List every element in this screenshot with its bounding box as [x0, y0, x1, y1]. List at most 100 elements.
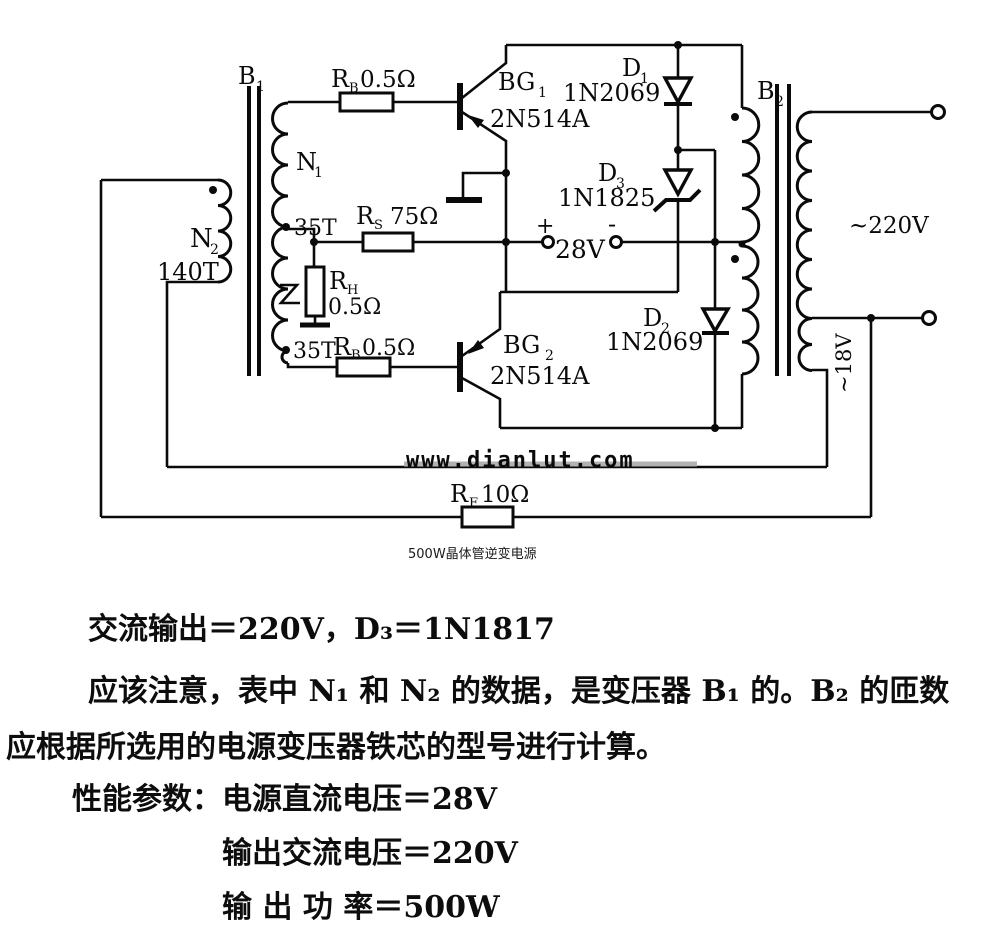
label-rh-value: 0.5Ω [328, 295, 381, 320]
ac-output-terminal-bottom [921, 310, 937, 326]
junction-dot [867, 314, 875, 322]
wire-bg1-collector [461, 45, 508, 100]
junction-dot [711, 424, 719, 432]
label-rb1: R [331, 65, 350, 93]
label-rb2: R [333, 333, 352, 361]
winding-n2 [217, 178, 233, 284]
label-n1-tap-lower: 35T [293, 339, 336, 364]
label-d2: D [643, 304, 662, 332]
transformer-cores [247, 84, 791, 376]
label-b1-sub: 1 [256, 79, 265, 95]
resistor-rb2-body [335, 356, 392, 378]
junction-dot [738, 240, 746, 248]
label-b2-sub: 2 [775, 94, 784, 110]
diode-d3-triangle [662, 168, 694, 198]
label-rf: R [450, 480, 469, 508]
winding-tap-arrow [278, 283, 300, 305]
label-bg1-part: 2N514A [490, 105, 590, 133]
label-d1-part: 1N2069 [563, 79, 660, 107]
label-rf-sub: F [469, 496, 478, 511]
transistor-bg1 [457, 83, 484, 130]
transistor-bg2 [457, 340, 484, 392]
polarity-dot-n2 [209, 186, 217, 194]
label-d3: D [598, 159, 617, 187]
label-rb2-value: 0.5Ω [362, 336, 415, 361]
junction-dot [674, 41, 682, 49]
polarity-dot-n1-lower [282, 346, 290, 354]
label-rs-sub: S [374, 218, 383, 233]
figure-caption: 500W晶体管逆变电源 [408, 547, 537, 562]
resistors [304, 91, 515, 529]
transformer-windings [217, 101, 813, 376]
label-plus: + [536, 214, 554, 239]
label-rb1-sub: B [349, 81, 359, 96]
label-d3-sub: 3 [616, 176, 625, 192]
label-rb2-sub: B [351, 348, 361, 363]
bg2-emitter-arrow [468, 340, 484, 354]
resistor-rh-body [304, 265, 326, 318]
note-line-ac-voltage: 输出交流电压＝220V [222, 836, 518, 871]
ac-output-terminal-top [930, 104, 946, 120]
label-d2-part: 1N2069 [606, 328, 703, 356]
wire-n1-center-tap [288, 227, 316, 242]
label-d1-sub: 1 [640, 71, 649, 87]
label-bg1-sub: 1 [538, 85, 547, 101]
winding-b2-primary-upper [741, 106, 761, 244]
label-rs: R [356, 202, 375, 230]
diodes [662, 76, 731, 335]
label-bg2: BG [503, 331, 540, 359]
terminals [541, 104, 946, 326]
note-line-ac-output: 交流输出＝220V，D₃＝1N1817 [88, 612, 555, 647]
junction-dot [674, 146, 682, 154]
wire-ground-tap [461, 171, 506, 197]
label-n2: N [190, 224, 213, 254]
junction-dot [310, 238, 318, 246]
polarity-dot-b2-upper [731, 113, 739, 121]
winding-n1 [271, 101, 289, 365]
winding-b2-secondary [795, 110, 813, 372]
note-line-dc-voltage: 性能参数：电源直流电压＝28V [72, 782, 498, 817]
label-minus: - [608, 210, 616, 238]
label-220v-output: ~220V [849, 213, 929, 239]
bg1-base-bar [457, 83, 463, 130]
label-bg2-sub: 2 [545, 348, 554, 364]
label-n1-tap-upper: 35T [294, 216, 337, 241]
diode-bars [652, 102, 729, 335]
dc-plus-terminal [541, 235, 555, 249]
label-rh: R [329, 267, 348, 295]
diode-d2-triangle [700, 307, 731, 335]
diode-d1-triangle [662, 76, 694, 106]
label-n1: N [296, 148, 317, 176]
wire-b2-secondary-bottom [812, 368, 829, 467]
bg1-emitter-arrow [468, 115, 484, 128]
note-line-core-calc: 应根据所选用的电源变压器铁芯的型号进行计算。 [6, 730, 666, 765]
label-28v: 28V [555, 235, 606, 264]
note-line-attention: 应该注意，表中 N₁ 和 N₂ 的数据，是变压器 B₁ 的。B₂ 的匝数 [88, 674, 950, 709]
note-line-power: 输 出 功 率＝500W [222, 890, 500, 925]
label-18v-feedback: ~18V [832, 333, 856, 393]
label-b1: B [238, 62, 256, 90]
resistor-rb1-body [338, 91, 395, 113]
label-b2: B [757, 77, 775, 105]
wire-n2-bottom [165, 280, 218, 467]
junction-dot [502, 238, 510, 246]
junction-dot [502, 169, 510, 177]
bg2-base-bar [457, 342, 463, 392]
polarity-dot-n1-upper [282, 223, 290, 231]
label-rs-value: 75Ω [390, 204, 438, 230]
junction-dots [209, 41, 875, 432]
label-d2-sub: 2 [661, 321, 670, 337]
label-bg1: BG [498, 68, 535, 96]
component-labels: B 1 R B 0.5Ω N 1 35T R S 75Ω R H 0.5Ω N … [157, 54, 929, 511]
label-rh-sub: H [347, 283, 358, 298]
label-n2-sub: 2 [210, 242, 219, 258]
dc-minus-terminal [609, 235, 623, 249]
winding-b2-primary-lower [741, 244, 760, 376]
resistor-rs-body [361, 231, 415, 253]
resistor-rf-body [460, 505, 515, 529]
label-n1-sub: 1 [314, 165, 323, 181]
label-rf-value: 10Ω [481, 482, 529, 508]
junction-dot [711, 238, 719, 246]
site-watermark: www.dianlut.com [406, 448, 635, 473]
